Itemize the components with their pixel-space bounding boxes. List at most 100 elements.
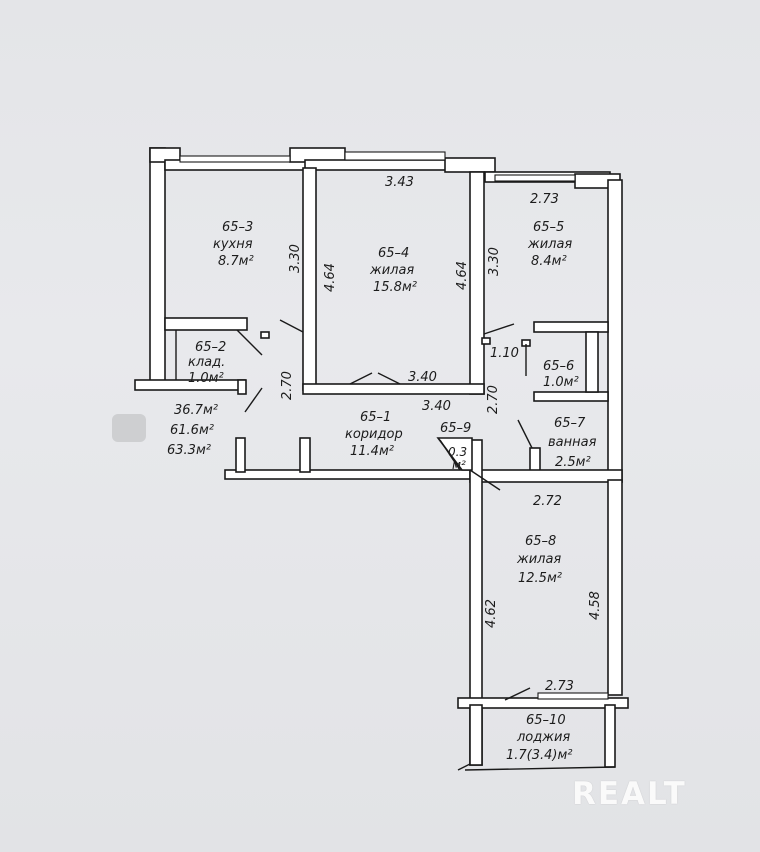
dim-bedroom-width-top: 2.73 xyxy=(530,192,559,207)
dim-bedroom8-depth-left: 4.62 xyxy=(484,599,499,628)
door-swing-loggia xyxy=(504,687,531,701)
wall-closet-bottom xyxy=(533,391,609,402)
total-area: 61.6м² xyxy=(170,423,214,438)
room-id: 65–9 xyxy=(440,421,471,436)
room-name: жилая xyxy=(527,237,572,252)
room-pantry-label: 65–2 клад. 1.0м² xyxy=(188,340,226,386)
wall-corridor-stub-2 xyxy=(299,437,311,473)
room-area: 0.3 xyxy=(448,445,467,459)
dim-closet-width: 1.10 xyxy=(490,346,519,361)
dim-living-width: 3.43 xyxy=(385,175,414,190)
room-id: 65–1 xyxy=(360,410,391,425)
total-living-area: 36.7м² xyxy=(174,403,218,418)
wall-loggia-right xyxy=(604,704,616,768)
pantry-door-jamb xyxy=(237,379,247,395)
room-loggia-label: 65–10 лоджия 1.7(3.4)м² xyxy=(506,713,573,763)
smudge-mark xyxy=(112,414,146,442)
room-id: 65–2 xyxy=(195,340,226,355)
wall-kitchen-living xyxy=(302,167,317,391)
wall-bath-bottom xyxy=(469,469,623,483)
wall-corridor-bottom xyxy=(224,469,481,480)
room-name: жилая xyxy=(516,552,561,567)
wall-right-exterior-upper xyxy=(607,179,623,483)
total-area-with-loggia: 63.3м² xyxy=(167,443,211,458)
room-id: 65–3 xyxy=(222,220,253,235)
room-area: 15.8м² xyxy=(373,280,417,295)
wall-living-bottom xyxy=(302,383,485,395)
walls xyxy=(134,147,629,768)
wall-left-exterior xyxy=(149,147,166,389)
room-closet9-label: 65–9 0.3 м² xyxy=(440,421,471,472)
room-name: коридор xyxy=(345,427,403,442)
door-swing-bath xyxy=(517,419,533,449)
door-swing-bedroom xyxy=(483,323,515,335)
wall-pantry-top xyxy=(164,317,248,331)
wall-loggia-left xyxy=(469,704,483,766)
dimensions: 3.43 2.73 3.30 4.64 4.64 3.30 1.10 2.70 … xyxy=(280,175,603,694)
dim-corridor-width: 3.40 xyxy=(422,399,451,414)
dim-living-depth-left: 4.64 xyxy=(323,263,338,292)
dim-corridor-left: 2.70 xyxy=(280,371,295,400)
room-area-unit: м² xyxy=(452,458,466,472)
room-bedroom8-label: 65–8 жилая 12.5м² xyxy=(516,534,562,586)
door-swing-pantry xyxy=(236,329,263,356)
room-area: 1.0м² xyxy=(188,371,224,386)
room-bedroom-label: 65–5 жилая 8.4м² xyxy=(527,220,572,269)
room-id: 65–6 xyxy=(543,359,574,374)
loggia-rail xyxy=(464,766,616,771)
room-name: ванная xyxy=(548,435,597,450)
window-bedroom xyxy=(494,174,576,182)
dim-bedroom-depth: 3.30 xyxy=(487,247,502,276)
door-swing-living-2 xyxy=(377,372,401,385)
dim-bedroom8-width-top: 2.72 xyxy=(533,494,562,509)
dim-living-depth-right: 4.64 xyxy=(455,261,470,290)
room-area: 12.5м² xyxy=(518,571,562,586)
window-bedroom8 xyxy=(537,692,609,700)
door-swing-living-1 xyxy=(349,372,373,385)
dim-living-bottom: 3.40 xyxy=(408,370,437,385)
room-area: 1.7(3.4)м² xyxy=(506,748,573,763)
wall-living-bedroom xyxy=(469,171,485,395)
room-id: 65–7 xyxy=(554,416,586,431)
room-closet6-label: 65–6 1.0м² xyxy=(543,359,579,390)
details xyxy=(175,319,533,771)
window-kitchen xyxy=(179,155,291,163)
room-area: 8.4м² xyxy=(531,254,567,269)
area-totals: 36.7м² 61.6м² 63.3м² xyxy=(167,403,218,458)
wall-corridor-stub-1 xyxy=(235,437,246,473)
dim-bedroom8-depth-right: 4.58 xyxy=(588,591,603,620)
door-swing-bedroom8 xyxy=(469,469,501,491)
room-living-label: 65–4 жилая 15.8м² xyxy=(369,246,417,295)
window-living xyxy=(344,151,446,161)
loggia-corner xyxy=(457,763,471,771)
room-id: 65–10 xyxy=(526,713,566,728)
wall-closet-top xyxy=(533,321,609,333)
wall-closet-inner xyxy=(585,331,599,393)
room-area: 1.0м² xyxy=(543,375,579,390)
room-id: 65–8 xyxy=(525,534,556,549)
dim-kitchen-depth: 3.30 xyxy=(288,244,303,273)
room-id: 65–4 xyxy=(378,246,409,261)
room-name: клад. xyxy=(188,355,225,370)
windows xyxy=(179,151,616,771)
room-corridor-label: 65–1 коридор 11.4м² xyxy=(345,410,403,459)
dim-bedroom8-width-bottom: 2.73 xyxy=(545,679,574,694)
room-name: лоджия xyxy=(516,730,570,745)
door-swing-kitchen xyxy=(279,319,304,333)
realt-watermark-logo: REALT xyxy=(572,776,687,812)
room-area: 8.7м² xyxy=(218,254,254,269)
closet-65-9-diagonal xyxy=(439,439,461,471)
room-kitchen-label: 65–3 кухня 8.7м² xyxy=(213,220,254,269)
door-swing-entrance xyxy=(244,387,263,413)
wall-top-pier-2 xyxy=(444,157,496,173)
room-id: 65–5 xyxy=(533,220,564,235)
door-handle-bedroom xyxy=(481,337,491,345)
room-name: кухня xyxy=(213,237,253,252)
room-bathroom-label: 65–7 ванная 2.5м² xyxy=(548,416,597,470)
room-area: 2.5м² xyxy=(555,455,591,470)
room-name: жилая xyxy=(369,263,414,278)
door-handle-kitchen xyxy=(260,331,270,339)
room-area: 11.4м² xyxy=(350,444,394,459)
